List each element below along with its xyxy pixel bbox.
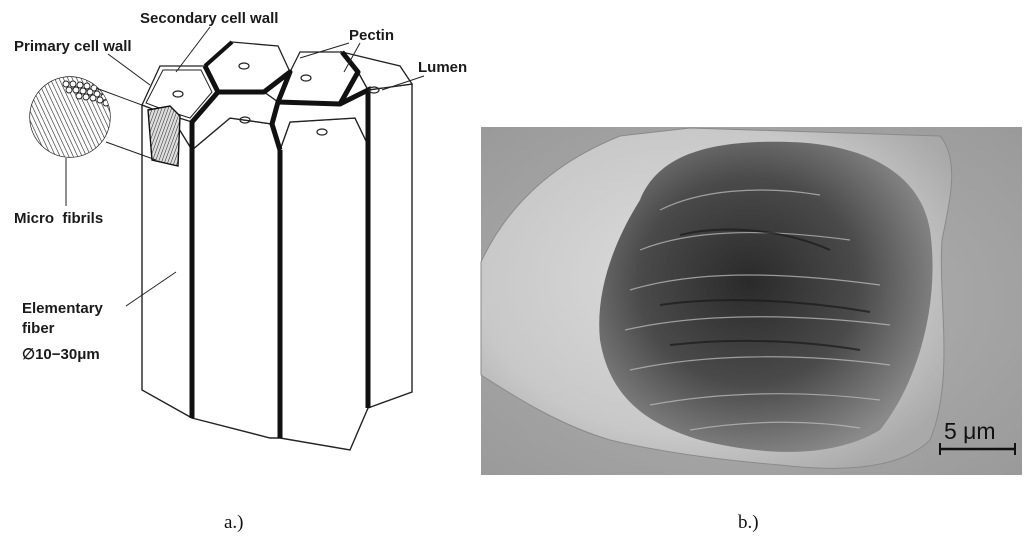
fiber-column-front-left <box>192 118 280 438</box>
caption-a: a.) <box>224 512 244 533</box>
fiber-column-right <box>368 84 412 408</box>
label-secondary-cell-wall: Secondary cell wall <box>140 10 278 27</box>
label-elementary-fiber-line1: Elementary <box>22 300 104 317</box>
caption-b: b.) <box>738 512 759 533</box>
fiber-fracture-core <box>599 142 932 452</box>
label-lumen: Lumen <box>418 59 467 76</box>
fibril-section-icon <box>148 106 180 166</box>
label-diameter: ∅10−30μm <box>22 346 100 363</box>
sem-micrograph: 5 μm b.) <box>481 127 1022 533</box>
label-micro-fibrils: Micro fibrils <box>14 210 103 227</box>
label-primary-cell-wall: Primary cell wall <box>14 38 132 55</box>
fiber-bundle-diagram: Secondary cell wall Primary cell wall Pe… <box>14 10 467 533</box>
fiber-column-front-right <box>280 118 368 450</box>
label-pectin: Pectin <box>349 27 394 44</box>
scale-bar-label: 5 μm <box>944 418 996 444</box>
label-elementary-fiber-line2: fiber <box>22 320 55 337</box>
